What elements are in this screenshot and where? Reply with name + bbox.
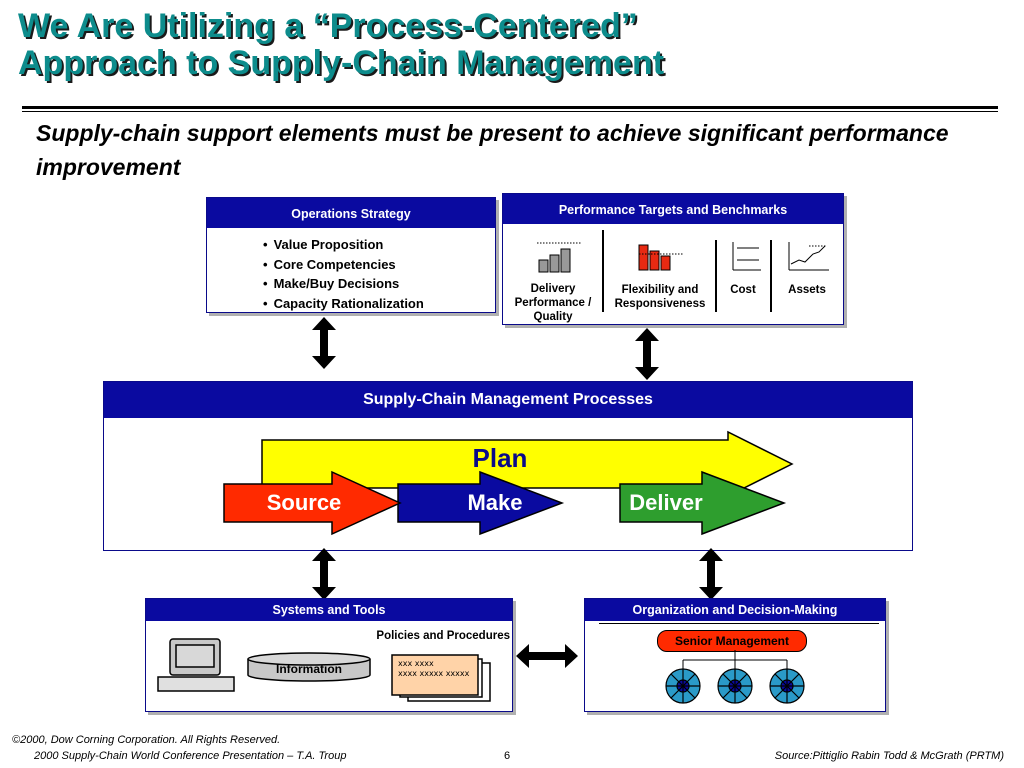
systems-tools-box: Systems and Tools Information Policies a… bbox=[145, 598, 513, 712]
cost-lines-icon bbox=[732, 242, 761, 271]
subtitle: Supply-chain support elements must be pr… bbox=[36, 120, 949, 180]
source-label: Source bbox=[266, 490, 342, 515]
document-line-1: xxx xxxx bbox=[398, 659, 434, 668]
performance-column-assets: Assets bbox=[788, 284, 826, 296]
list-item: Value Proposition bbox=[263, 235, 424, 255]
make-label: Make bbox=[467, 490, 523, 515]
systems-tools-heading: Systems and Tools bbox=[146, 599, 512, 621]
org-units-icon bbox=[665, 650, 805, 704]
senior-management-badge: Senior Management bbox=[657, 630, 807, 652]
performance-targets-box: Performance Targets and Benchmarks Deliv… bbox=[502, 193, 844, 325]
horizontal-double-arrow-icon bbox=[516, 644, 578, 668]
organization-box: Organization and Decision-Making Senior … bbox=[584, 598, 886, 712]
list-item: Core Competencies bbox=[263, 255, 424, 275]
plan-label: Plan bbox=[472, 443, 528, 473]
bar-chart-gray-icon bbox=[537, 242, 581, 273]
list-item: Make/Buy Decisions bbox=[263, 274, 424, 294]
deliver-arrow bbox=[619, 470, 787, 536]
process-arrows bbox=[223, 470, 787, 536]
organization-heading: Organization and Decision-Making bbox=[585, 599, 885, 621]
scm-processes-heading: Supply-Chain Management Processes bbox=[104, 382, 912, 418]
policies-document-text: xxx xxxx xxxx xxxxx xxxxx bbox=[398, 659, 469, 679]
bar-chart-red-icon bbox=[638, 244, 683, 271]
footer-copyright: ©2000, Dow Corning Corporation. All Righ… bbox=[12, 734, 281, 746]
performance-column-delivery: Delivery Performance / Quality bbox=[514, 283, 592, 323]
source-arrow bbox=[223, 470, 402, 536]
title-line-1: We Are Utilizing a “Process-Centered” bbox=[18, 7, 638, 45]
column-divider bbox=[770, 240, 772, 312]
policies-document-icon bbox=[391, 654, 491, 702]
title-rule-thick bbox=[22, 106, 998, 109]
deliver-label: Deliver bbox=[629, 490, 703, 515]
divider bbox=[599, 623, 879, 624]
document-line-2: xxxx xxxxx xxxxx bbox=[398, 669, 470, 678]
performance-targets-heading: Performance Targets and Benchmarks bbox=[503, 194, 843, 224]
slide-title: We Are Utilizing a “Process-Centered” Ap… bbox=[18, 8, 1008, 82]
performance-column-cost: Cost bbox=[730, 284, 756, 296]
assets-trend-icon bbox=[788, 242, 829, 271]
operations-strategy-box: Operations Strategy Value Proposition Co… bbox=[206, 197, 496, 313]
performance-column-flexibility: Flexibility and Responsiveness bbox=[614, 284, 706, 310]
list-item: Capacity Rationalization bbox=[263, 294, 424, 314]
title-rule-thin bbox=[22, 111, 998, 112]
column-divider bbox=[715, 240, 717, 312]
footer-conference: 2000 Supply-Chain World Conference Prese… bbox=[34, 750, 347, 762]
information-label: Information bbox=[276, 662, 342, 676]
double-arrow-icon bbox=[312, 548, 336, 600]
title-line-2: Approach to Supply-Chain Management bbox=[18, 44, 665, 82]
information-database-icon bbox=[247, 652, 371, 682]
page-number: 6 bbox=[504, 750, 511, 762]
make-arrow bbox=[397, 470, 565, 536]
column-divider bbox=[602, 230, 604, 312]
double-arrow-icon bbox=[699, 548, 723, 600]
double-arrow-icon bbox=[312, 317, 336, 369]
computer-icon bbox=[157, 638, 235, 692]
operations-strategy-list: Value Proposition Core Competencies Make… bbox=[263, 235, 424, 313]
policies-label: Policies and Procedures bbox=[376, 630, 510, 642]
double-arrow-icon bbox=[635, 328, 659, 380]
footer-source: Source:Pittiglio Rabin Todd & McGrath (P… bbox=[774, 750, 1004, 762]
operations-strategy-heading: Operations Strategy bbox=[207, 198, 495, 228]
